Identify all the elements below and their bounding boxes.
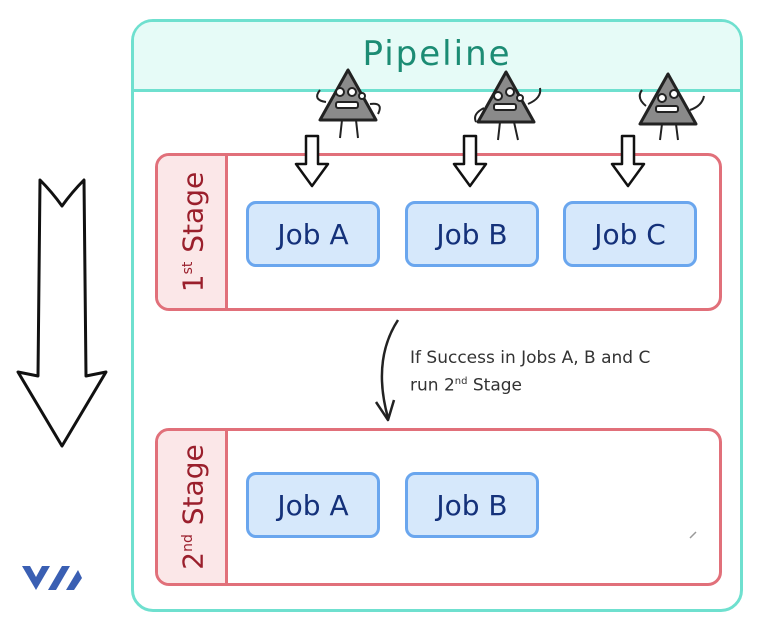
stage-1-job-c[interactable]: Job C <box>563 201 697 267</box>
pipeline-header: Pipeline <box>134 22 740 92</box>
transition-note-line-1: If Success in Jobs A, B and C <box>410 348 651 368</box>
stage-2-label: 2nd Stage <box>176 444 210 570</box>
transition-note: If Success in Jobs A, B and C run 2nd St… <box>410 346 650 398</box>
stage-1-job-b[interactable]: Job B <box>405 201 539 267</box>
down-arrow-icon <box>16 178 108 448</box>
stage-1-label: 1st Stage <box>176 171 210 293</box>
stage-1-label-bar: 1st Stage <box>158 156 228 308</box>
stage-2-job-a[interactable]: Job A <box>246 472 380 538</box>
stage-2-job-b[interactable]: Job B <box>405 472 539 538</box>
pipeline-title: Pipeline <box>362 34 512 74</box>
stage-1-job-a[interactable]: Job A <box>246 201 380 267</box>
transition-note-line-2: run 2nd Stage <box>410 375 522 396</box>
logo-icon <box>22 566 82 590</box>
stage-2-label-bar: 2nd Stage <box>158 431 228 583</box>
